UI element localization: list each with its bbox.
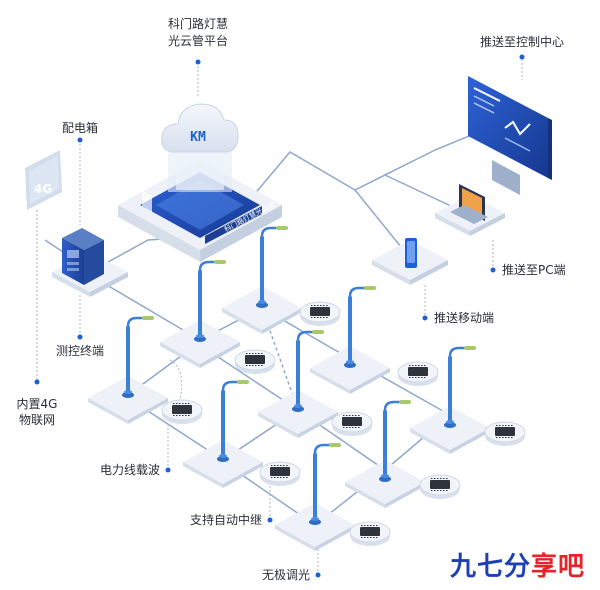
controller-chip: [484, 421, 526, 447]
label-push-pc: 推送至PC端: [502, 262, 566, 277]
brand-part1: 九七分: [450, 552, 532, 582]
label-control-terminal: 测控终端: [56, 343, 104, 358]
4g-signal-icon: 4G: [25, 150, 62, 210]
controller-chip: [397, 361, 439, 387]
controller-chip: [299, 301, 341, 327]
controller-chip: [419, 474, 461, 500]
label-dimming: 无极调光: [262, 568, 310, 582]
mobile-terminal: [372, 238, 448, 285]
control-center-monitor: [468, 76, 552, 195]
light-node: [183, 378, 263, 488]
light-node: [88, 314, 168, 424]
controller-chip: [234, 349, 276, 375]
labels: 科门路灯慧 光云管平台 推送至控制中心 配电箱 测控终端 内置4G 物联网 推送…: [17, 16, 566, 582]
label-platform-line2: 光云管平台: [168, 33, 228, 48]
street-light-nodes: [88, 224, 490, 551]
label-push-mobile: 推送移动端: [434, 310, 494, 325]
light-node: [258, 328, 338, 438]
label-platform-line1: 科门路灯慧: [168, 16, 228, 31]
label-distribution-box: 配电箱: [62, 120, 98, 135]
label-push-control: 推送至控制中心: [480, 34, 564, 49]
cloud-logo-text: KM: [190, 130, 206, 145]
light-node: [275, 441, 355, 551]
label-auto-relay: 支持自动中继: [190, 512, 262, 527]
label-plc: 电力线载波: [100, 463, 160, 477]
controller-chip: [161, 399, 203, 425]
brand-watermark: 九七分享吧: [450, 546, 600, 586]
callout-dots: [34, 54, 525, 578]
svg-text:4G: 4G: [34, 182, 52, 196]
pc-terminal: [435, 184, 505, 236]
brand-part2: 享吧: [531, 552, 586, 582]
distribution-box: [52, 228, 128, 297]
label-4g-line2: 物联网: [19, 413, 55, 427]
label-4g-line1: 内置4G: [17, 397, 58, 411]
cloud-icon: KM: [161, 103, 239, 153]
controller-chip: [349, 521, 391, 547]
controller-chip: [259, 461, 301, 487]
controller-chip: [331, 411, 373, 437]
